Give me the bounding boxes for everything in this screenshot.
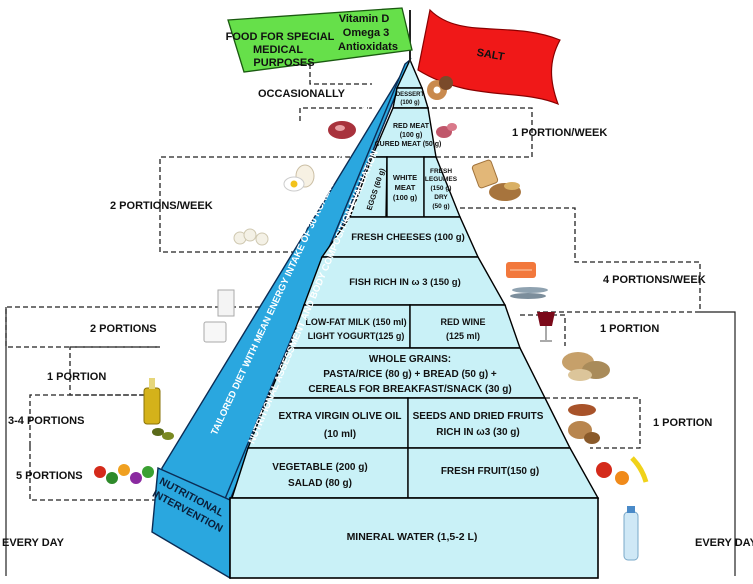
- grains-image: [562, 352, 610, 381]
- mineral-water-label: MINERAL WATER (1,5-2 L): [347, 531, 478, 543]
- salt-label: SALT: [476, 47, 506, 64]
- legumes-image: [489, 182, 521, 201]
- legumes-dry: DRY: [434, 194, 448, 201]
- freq-four-week: 4 PORTIONS/WEEK: [603, 274, 706, 286]
- cured-meat-label: CURED MEAT (50 g): [375, 141, 442, 148]
- tier-seeds: [407, 397, 572, 449]
- dessert-label: DESSERT: [396, 92, 425, 98]
- band-one-portion-left: [69, 346, 160, 396]
- special-item-antioxidats: Antioxidats: [338, 41, 398, 53]
- wine-label: RED WINE: [441, 317, 486, 327]
- yogurt-label: LIGHT YOGURT(125 g): [308, 331, 405, 341]
- grains-title: WHOLE GRAINS:: [369, 354, 451, 365]
- freq-one-portion-right-top: 1 PORTION: [600, 323, 659, 335]
- wine-amount: (125 ml): [446, 331, 480, 341]
- milk-label: LOW-FAT MILK (150 ml): [305, 317, 406, 327]
- freq-one-portion-left: 1 PORTION: [47, 371, 106, 383]
- legumes-fresh-amount: (150 g): [431, 185, 452, 192]
- special-title-line2: MEDICAL: [253, 44, 303, 56]
- yogurt-image: [203, 321, 227, 343]
- band-every-day-right: [700, 311, 736, 576]
- cauliflower-image: [233, 228, 269, 246]
- legumes-dry-amount: (50 g): [432, 203, 449, 210]
- meat-image: [328, 121, 356, 139]
- seeds-image: [568, 404, 596, 416]
- band-right-one-portion: [545, 397, 641, 449]
- vegetables-image: [94, 464, 154, 484]
- grains-line3: CEREALS FOR BREAKFAST/SNACK (30 g): [308, 384, 511, 395]
- nuts-image: [568, 421, 600, 444]
- vegetable-label: VEGETABLE (200 g): [272, 462, 367, 473]
- tier-mineral-water: [229, 497, 599, 579]
- legumes-fresh: FRESH: [430, 168, 452, 175]
- grains-line2: PASTA/RICE (80 g) + BREAD (50 g) +: [323, 369, 497, 380]
- wine-glass-image: [537, 312, 555, 342]
- seeds-amount: RICH IN ω3 (30 g): [436, 427, 519, 438]
- eggs-image: [283, 164, 315, 192]
- donut-image: [427, 76, 453, 100]
- freq-occasionally: OCCASIONALLY: [258, 88, 346, 100]
- white-meat-amount: (100 g): [393, 193, 418, 202]
- red-meat-label: RED MEAT: [393, 123, 430, 130]
- white-meat-label2: MEAT: [395, 183, 416, 192]
- fresh-cheeses-label: FRESH CHEESES (100 g): [351, 232, 465, 243]
- tier-vegetable: [231, 447, 409, 499]
- special-title-line1: FOOD FOR SPECIAL: [226, 31, 335, 43]
- freq-every-day-left: EVERY DAY: [2, 537, 65, 549]
- olives-image: [152, 428, 174, 440]
- salami-image: [436, 123, 457, 138]
- band-occasionally: [309, 56, 372, 85]
- freq-five: 5 PORTIONS: [16, 470, 83, 482]
- freq-every-day-right: EVERY DAY: [695, 537, 753, 549]
- white-meat-label: WHITE: [393, 173, 417, 182]
- special-title-line3: PURPOSES: [253, 57, 314, 69]
- band-one-week: [299, 107, 533, 158]
- special-purposes-flag: [227, 7, 413, 73]
- legumes-label: LEGUMES: [425, 176, 458, 183]
- freq-two-week: 2 PORTIONS/WEEK: [110, 200, 213, 212]
- band-five: [29, 446, 160, 501]
- milk-glass-image: [217, 289, 235, 317]
- red-meat-amount: (100 g): [400, 132, 423, 139]
- band-three-four: [29, 394, 160, 446]
- band-four-week: [460, 207, 701, 313]
- salt-flag: [417, 8, 561, 106]
- freq-one-week: 1 PORTION/WEEK: [512, 127, 607, 139]
- fruit-image: [596, 456, 649, 485]
- special-item-vitamin-d: Vitamin D: [339, 13, 390, 25]
- special-item-omega-3: Omega 3: [343, 27, 389, 39]
- freq-three-four: 3-4 PORTIONS: [8, 415, 84, 427]
- freq-two-portions: 2 PORTIONS: [90, 323, 157, 335]
- water-bottle-image: [623, 506, 639, 561]
- sardines-image: [510, 287, 548, 299]
- seeds-label: SEEDS AND DRIED FRUITS: [413, 411, 544, 422]
- dessert-amount: (100 g): [400, 100, 419, 106]
- salmon-image: [506, 262, 536, 278]
- olive-oil-amount: (10 ml): [324, 429, 356, 440]
- salad-label: SALAD (80 g): [288, 478, 352, 489]
- fish-label: FISH RICH IN ω 3 (150 g): [349, 277, 461, 288]
- fruit-label: FRESH FRUIT(150 g): [441, 466, 539, 477]
- toast-image: [471, 159, 499, 189]
- freq-one-portion-right-mid: 1 PORTION: [653, 417, 712, 429]
- oil-bottle-image: [143, 378, 161, 425]
- olive-oil-label: EXTRA VIRGIN OLIVE OIL: [279, 411, 402, 422]
